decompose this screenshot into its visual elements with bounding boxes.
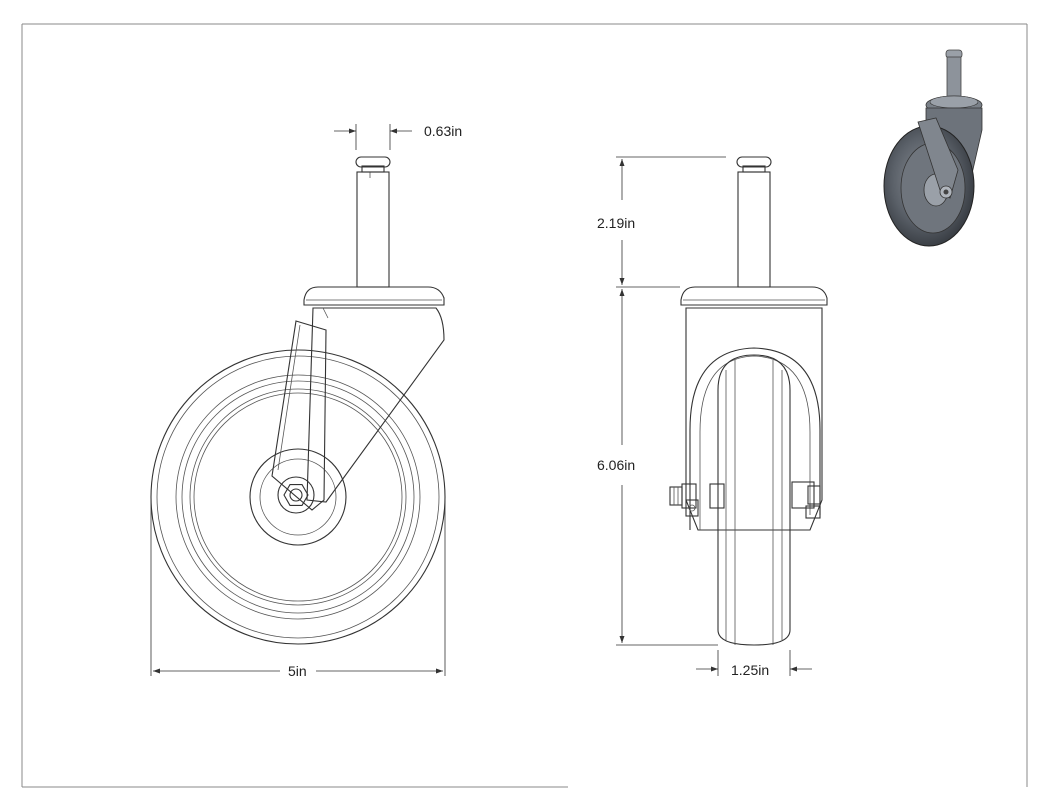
side-view — [150, 156, 446, 645]
dim-wheel-diameter-label: 5in — [288, 663, 307, 679]
drawing-frame — [21, 23, 1028, 788]
dim-overall-height: 6.06in — [597, 289, 718, 646]
side-wheel — [150, 349, 446, 645]
isometric-view — [883, 49, 983, 247]
side-axle-nut — [277, 476, 315, 514]
side-swivel-plate — [303, 286, 445, 306]
dim-wheel-width: 1.25in — [696, 650, 812, 678]
dim-stem-height: 2.19in — [597, 156, 726, 288]
front-swivel-plate — [680, 286, 828, 306]
side-yoke-leg — [271, 320, 327, 511]
front-yoke-arc — [689, 347, 821, 530]
front-stem — [736, 156, 772, 288]
dim-wheel-width-label: 1.25in — [731, 662, 769, 678]
front-yoke — [685, 307, 823, 531]
front-wheel — [717, 354, 791, 646]
front-axle — [669, 481, 821, 519]
dim-stem-diameter-label: 0.63in — [424, 123, 462, 139]
side-yoke — [306, 307, 445, 503]
side-stem — [355, 156, 391, 288]
dim-wheel-diameter: 5in — [150, 500, 446, 679]
dim-stem-diameter: 0.63in — [334, 123, 462, 150]
dim-overall-height-label: 6.06in — [597, 457, 635, 473]
dim-stem-height-label: 2.19in — [597, 215, 635, 231]
front-view — [669, 156, 828, 646]
